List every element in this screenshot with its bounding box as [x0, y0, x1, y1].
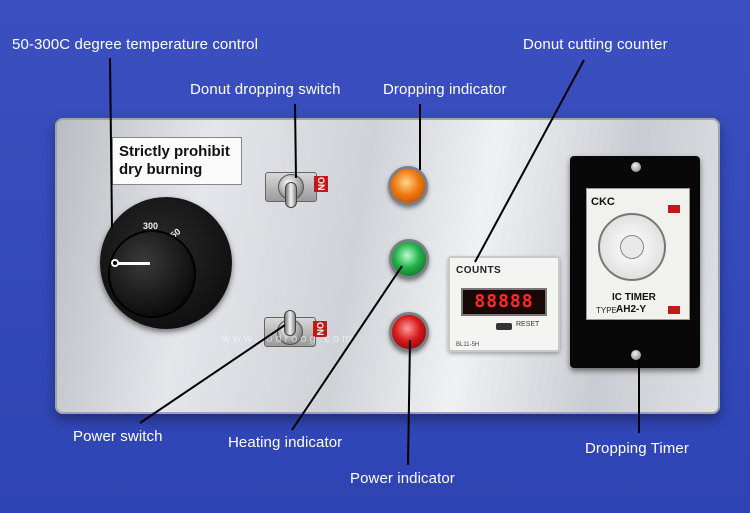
dial-pivot — [111, 259, 119, 267]
timer-type-label: TYPE — [596, 306, 617, 315]
temperature-control-knob[interactable] — [108, 230, 196, 318]
dropping-switch-lever[interactable] — [285, 182, 297, 208]
counter-reset-button[interactable] — [496, 323, 512, 330]
timer-knob[interactable] — [620, 235, 644, 259]
timer-model: AH2-Y — [616, 304, 647, 315]
callout-dropping-timer: Dropping Timer — [585, 440, 689, 457]
heating-indicator-light — [389, 239, 429, 279]
dry-burning-warning-label: Strictly prohibit dry burning — [112, 137, 242, 185]
dropping-indicator-light — [388, 166, 428, 206]
callout-power-switch: Power switch — [73, 428, 163, 445]
timer-status-led — [668, 205, 680, 213]
counter-display: 88888 — [461, 288, 547, 316]
timer-brand: CKC — [591, 196, 615, 208]
timer-bottom-screw — [631, 350, 641, 360]
dropping-switch-on-label: ON — [314, 176, 328, 192]
timer-on-led — [668, 306, 680, 314]
callout-temp-control: 50-300C degree temperature control — [12, 36, 259, 53]
dial-pointer — [114, 262, 150, 265]
dial-tick-300: 300 — [143, 221, 159, 231]
warning-line-2: dry burning — [119, 161, 203, 178]
callout-dropping-indicator: Dropping indicator — [383, 81, 507, 98]
callout-power-indicator: Power indicator — [350, 470, 455, 487]
counter-title: COUNTS — [456, 265, 502, 276]
timer-name: IC TIMER — [612, 292, 656, 303]
callout-heating-indicator: Heating indicator — [228, 434, 343, 451]
callout-dropping-switch: Donut dropping switch — [190, 81, 341, 98]
timer-top-screw — [631, 162, 641, 172]
power-indicator-light — [389, 312, 429, 352]
counter-model: BL11-5H — [456, 342, 480, 348]
counter-reset-label: RESET — [516, 321, 540, 328]
callout-cutting-counter: Donut cutting counter — [523, 36, 668, 53]
warning-line-1: Strictly prohibit — [119, 143, 230, 160]
watermark: www. odroog.com — [222, 333, 355, 345]
